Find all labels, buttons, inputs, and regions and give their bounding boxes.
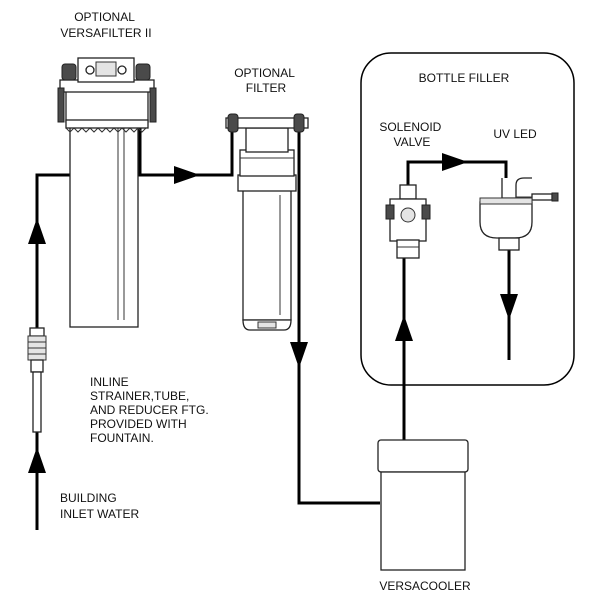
inline-strainer bbox=[27, 327, 47, 433]
versacooler-lid bbox=[377, 439, 469, 473]
flow-arrows bbox=[28, 153, 518, 473]
optional-filter bbox=[225, 113, 309, 331]
arrow-up-inlet bbox=[28, 447, 46, 473]
optional-filter-canister bbox=[242, 189, 292, 321]
label-inline-strainer: INLINE STRAINER,TUBE, AND REDUCER FTG. P… bbox=[90, 375, 212, 445]
arrow-up-strainer bbox=[28, 218, 46, 244]
label-uv-led: UV LED bbox=[493, 127, 537, 141]
label-bottle-filler: BOTTLE FILLER bbox=[419, 71, 510, 85]
arrow-down-filter bbox=[290, 342, 308, 368]
arrow-right-filter bbox=[174, 166, 200, 184]
arrow-right-uvled bbox=[442, 153, 468, 171]
versafilter-ii bbox=[57, 57, 157, 328]
label-building-inlet: BUILDING INLET WATER bbox=[60, 491, 139, 521]
arrow-up-versacooler bbox=[395, 315, 413, 341]
pipe-strainer-to-versafilter bbox=[35, 173, 70, 328]
bottle-filler-enclosure bbox=[360, 52, 575, 386]
versacooler bbox=[377, 439, 469, 571]
versafilter-canister bbox=[69, 119, 139, 328]
solenoid-valve bbox=[385, 184, 431, 259]
pipe-filter-to-versacooler bbox=[297, 128, 380, 505]
versacooler-body bbox=[380, 471, 466, 571]
arrow-down-uvled bbox=[500, 294, 518, 320]
label-solenoid-valve: SOLENOID VALVE bbox=[379, 120, 444, 149]
label-optional-filter: OPTIONAL FILTER bbox=[234, 66, 298, 95]
label-versafilter: OPTIONAL VERSAFILTER II bbox=[60, 10, 151, 40]
uv-led bbox=[479, 177, 559, 251]
label-versacooler: VERSACOOLER bbox=[379, 579, 471, 593]
